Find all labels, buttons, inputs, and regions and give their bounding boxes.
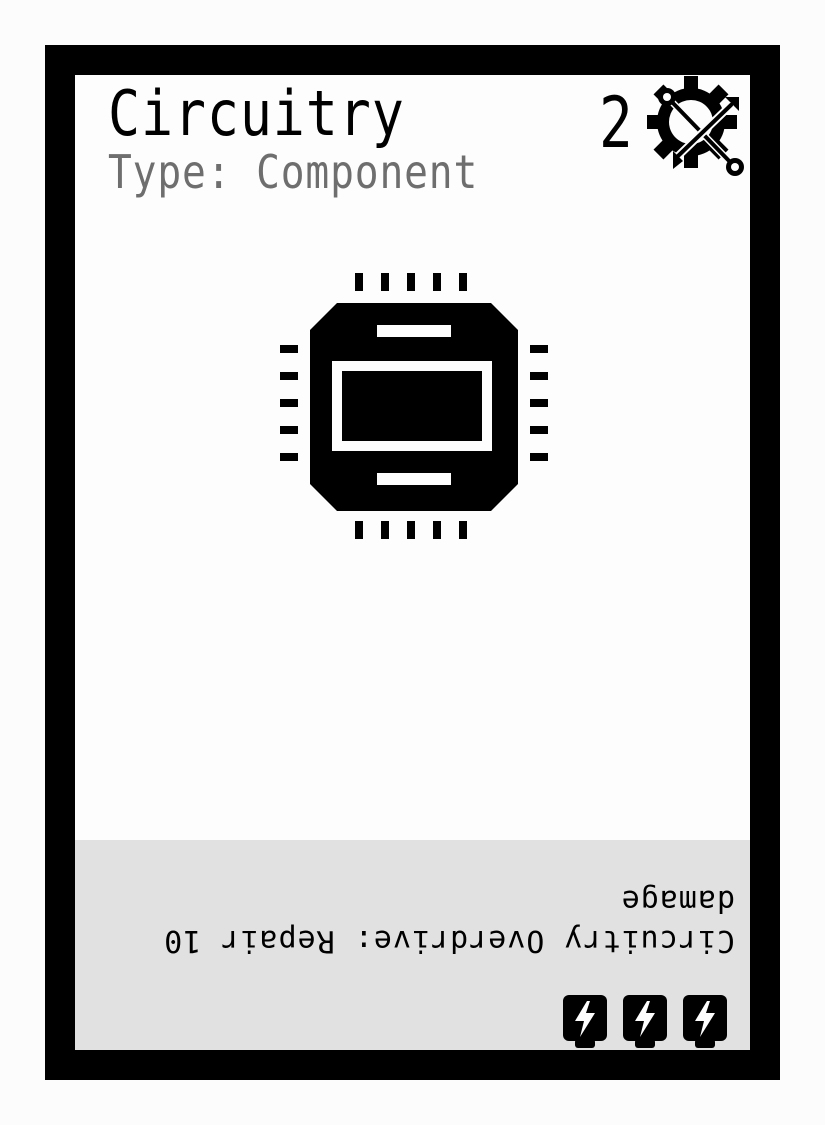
energy-cost-row — [563, 995, 733, 1050]
ability-text-line: Circuitry Overdrive: Repair 10 — [163, 923, 735, 958]
lightning-bolt-icon — [563, 995, 607, 1048]
card-title: Circuitry — [108, 77, 405, 150]
card-face: Circuitry Type: Component 2 — [75, 75, 750, 1050]
card-type-line: Type: Component — [108, 145, 479, 199]
game-card[interactable]: Circuitry Type: Component 2 — [45, 45, 780, 1080]
ability-text-line: damage — [620, 883, 735, 918]
ability-text-box: Circuitry Overdrive: Repair 10 damage — [75, 840, 750, 1050]
ability-text: Circuitry Overdrive: Repair 10 damage — [115, 880, 735, 960]
lightning-bolt-icon — [623, 995, 667, 1048]
cpu-chip-icon — [280, 273, 548, 539]
lightning-bolt-icon — [683, 995, 727, 1048]
card-cost: 2 — [599, 82, 633, 164]
gear-wrench-icon — [647, 76, 744, 176]
